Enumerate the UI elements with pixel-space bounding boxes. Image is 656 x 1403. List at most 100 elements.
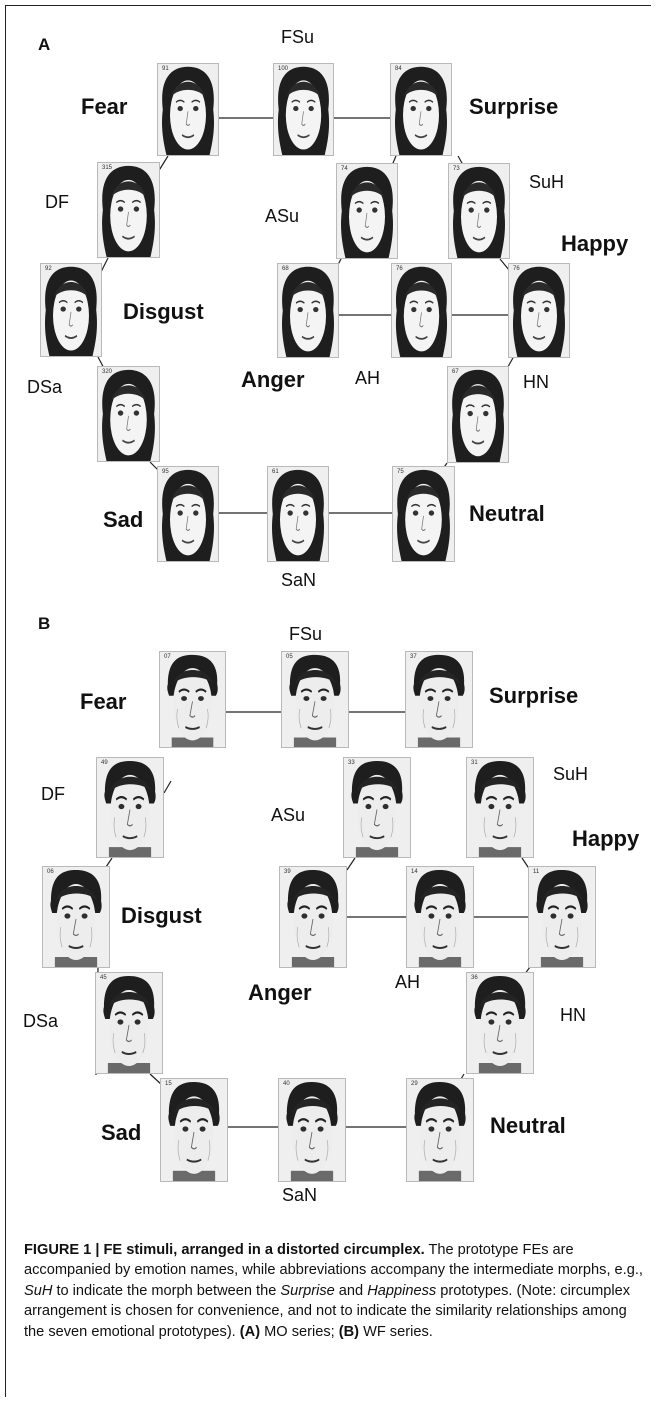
photo-number: 74 <box>341 166 348 172</box>
photo-hn-b: 36 <box>466 972 534 1074</box>
photo-df-b: 49 <box>96 757 164 858</box>
label-sad-a: Sad <box>103 509 143 531</box>
photo-dsa-b: 45 <box>95 972 163 1074</box>
caption-title: FIGURE 1 | FE stimuli, arranged in a dis… <box>24 1242 425 1258</box>
photo-fsu-a: 100 <box>273 63 334 156</box>
caption-text-3: and <box>339 1283 363 1299</box>
label-suh-b: SuH <box>553 765 588 783</box>
caption-text-b: WF series. <box>363 1324 433 1340</box>
caption-label-b: (B) <box>339 1324 359 1340</box>
label-df-a: DF <box>45 193 69 211</box>
photo-number: 67 <box>452 369 459 375</box>
label-surprise-a: Surprise <box>469 96 558 118</box>
label-sad-b: Sad <box>101 1122 141 1144</box>
photo-fear-a: 91 <box>157 63 219 156</box>
label-anger-a: Anger <box>241 369 305 391</box>
photo-asu-a: 74 <box>336 163 398 259</box>
photo-number: 73 <box>453 166 460 172</box>
photo-anger-b: 39 <box>279 866 347 968</box>
figure-caption: FIGURE 1 | FE stimuli, arranged in a dis… <box>24 1240 648 1342</box>
photo-number: 61 <box>272 469 279 475</box>
photo-number: 84 <box>395 66 402 72</box>
photo-number: 49 <box>101 760 108 766</box>
label-disgust-b: Disgust <box>121 905 202 927</box>
photo-asu-b: 33 <box>343 757 411 858</box>
caption-text-a: MO series; <box>264 1324 335 1340</box>
label-disgust-a: Disgust <box>123 301 204 323</box>
label-fear-b: Fear <box>80 691 126 713</box>
label-fear-a: Fear <box>81 96 127 118</box>
photo-happy-b: 11 <box>528 866 596 968</box>
photo-neutral-b: 29 <box>406 1078 474 1182</box>
label-anger-b: Anger <box>248 982 312 1004</box>
photo-happy-a: 76 <box>508 263 570 358</box>
label-fsu-b: FSu <box>289 625 322 643</box>
photo-ah-a: 76 <box>391 263 452 358</box>
photo-number: 76 <box>513 266 520 272</box>
label-df-b: DF <box>41 785 65 803</box>
caption-text-2: to indicate the morph between the <box>56 1283 276 1299</box>
photo-number: 29 <box>411 1081 418 1087</box>
photo-suh-b: 31 <box>466 757 534 858</box>
label-ah-a: AH <box>355 369 380 387</box>
photo-number: 31 <box>471 760 478 766</box>
photo-number: 320 <box>102 369 112 375</box>
photo-disgust-b: 06 <box>42 866 110 968</box>
photo-number: 95 <box>162 469 169 475</box>
photo-number: 33 <box>348 760 355 766</box>
label-suh-a: SuH <box>529 173 564 191</box>
photo-number: 68 <box>282 266 289 272</box>
label-dsa-a: DSa <box>27 378 62 396</box>
photo-number: 76 <box>396 266 403 272</box>
photo-anger-a: 68 <box>277 263 339 358</box>
photo-number: 11 <box>533 869 539 875</box>
photo-sad-b: 15 <box>160 1078 228 1182</box>
photo-df-a: 315 <box>97 162 160 258</box>
panel-letter-a: A <box>38 36 50 53</box>
label-asu-b: ASu <box>271 806 305 824</box>
photo-number: 37 <box>410 654 417 660</box>
label-san-b: SaN <box>282 1186 317 1204</box>
caption-term-happiness: Happiness <box>367 1283 436 1299</box>
photo-number: 100 <box>278 66 288 72</box>
photo-san-a: 61 <box>267 466 329 562</box>
photo-number: 45 <box>100 975 107 981</box>
photo-number: 75 <box>397 469 404 475</box>
photo-san-b: 40 <box>278 1078 346 1182</box>
photo-number: 14 <box>411 869 418 875</box>
photo-number: 05 <box>286 654 293 660</box>
caption-label-a: (A) <box>240 1324 260 1340</box>
label-asu-a: ASu <box>265 207 299 225</box>
photo-number: 39 <box>284 869 291 875</box>
caption-term-surprise: Surprise <box>280 1283 334 1299</box>
photo-surprise-a: 84 <box>390 63 452 156</box>
photo-number: 15 <box>165 1081 172 1087</box>
photo-ah-b: 14 <box>406 866 474 968</box>
label-hn-b: HN <box>560 1006 586 1024</box>
label-san-a: SaN <box>281 571 316 589</box>
caption-term-suh: SuH <box>24 1283 52 1299</box>
photo-fear-b: 07 <box>159 651 226 748</box>
photo-number: 91 <box>162 66 169 72</box>
label-fsu-a: FSu <box>281 28 314 46</box>
label-happy-a: Happy <box>561 233 628 255</box>
label-neutral-b: Neutral <box>490 1115 566 1137</box>
label-dsa-b: DSa <box>23 1012 58 1030</box>
label-happy-b: Happy <box>572 828 639 850</box>
photo-number: 07 <box>164 654 171 660</box>
photo-dsa-a: 320 <box>97 366 160 462</box>
photo-fsu-b: 05 <box>281 651 349 748</box>
photo-suh-a: 73 <box>448 163 510 259</box>
label-neutral-a: Neutral <box>469 503 545 525</box>
label-ah-b: AH <box>395 973 420 991</box>
photo-number: 92 <box>45 266 52 272</box>
panel-letter-b: B <box>38 615 50 632</box>
photo-sad-a: 95 <box>157 466 219 562</box>
photo-number: 40 <box>283 1081 290 1087</box>
photo-surprise-b: 37 <box>405 651 473 748</box>
photo-number: 36 <box>471 975 478 981</box>
photo-disgust-a: 92 <box>40 263 102 357</box>
photo-hn-a: 67 <box>447 366 509 463</box>
photo-number: 06 <box>47 869 54 875</box>
label-surprise-b: Surprise <box>489 685 578 707</box>
